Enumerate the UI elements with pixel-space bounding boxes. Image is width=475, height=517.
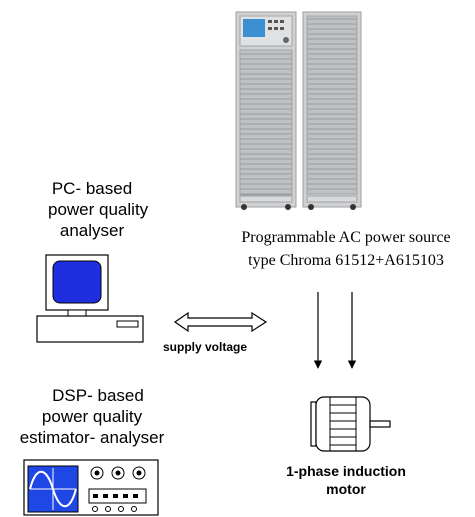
motor-label: 1-phase induction motor	[266, 462, 426, 498]
pc-analyser-label: PC- based power quality analyser	[40, 178, 149, 241]
dsp-estimator-line-1: DSP- based	[52, 386, 144, 405]
dsp-instrument-icon	[23, 459, 159, 516]
touch-panel-icon	[243, 19, 265, 37]
pc-analyser-line-2: power quality	[48, 200, 149, 219]
power-source-cabinet-right	[302, 11, 362, 210]
power-source-line-1: Programmable AC power source	[241, 229, 451, 246]
motor-line-2: motor	[326, 481, 366, 497]
motor-icon	[310, 396, 391, 452]
dsp-estimator-label: DSP- based power quality estimator- anal…	[4, 385, 180, 448]
dsp-estimator-line-3: estimator- analyser	[19, 428, 165, 447]
motor-line-1: 1-phase induction	[286, 463, 406, 479]
bidirectional-arrow-icon	[173, 311, 268, 333]
pc-analyser-line-3: analyser	[59, 221, 125, 240]
pc-computer-icon	[36, 254, 144, 343]
pc-monitor-screen	[52, 260, 102, 304]
pc-analyser-line-1: PC- based	[51, 179, 133, 198]
power-source-cabinet-left	[235, 11, 297, 210]
power-source-caption: Programmable AC power source type Chroma…	[222, 226, 470, 272]
dsp-estimator-line-2: power quality	[41, 407, 143, 426]
supply-voltage-label: supply voltage	[163, 340, 248, 354]
power-source-line-2: type Chroma 61512+A615103	[248, 252, 444, 269]
